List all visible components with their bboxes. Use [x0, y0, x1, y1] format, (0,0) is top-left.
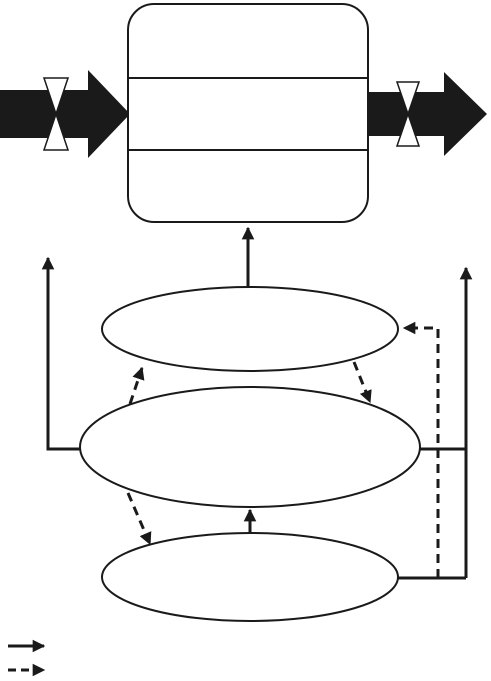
outflow-arrow — [368, 72, 487, 156]
inflow-arrow — [0, 70, 130, 158]
dashed-arrow-feedback — [402, 321, 440, 578]
outflow-valve-icon — [395, 81, 421, 147]
dashed-arrow-middle-to-upper — [128, 366, 145, 405]
middle-ellipse — [79, 386, 421, 508]
dashed-arrow-middle-to-lower — [126, 492, 152, 546]
dashed-arrow-upper-to-middle — [352, 361, 372, 404]
lower-ellipse — [101, 532, 399, 622]
upper-ellipse — [101, 286, 399, 372]
inflow-valve-icon — [42, 77, 70, 151]
arrow-middle-left-up — [41, 256, 80, 451]
storage-box — [127, 3, 369, 223]
